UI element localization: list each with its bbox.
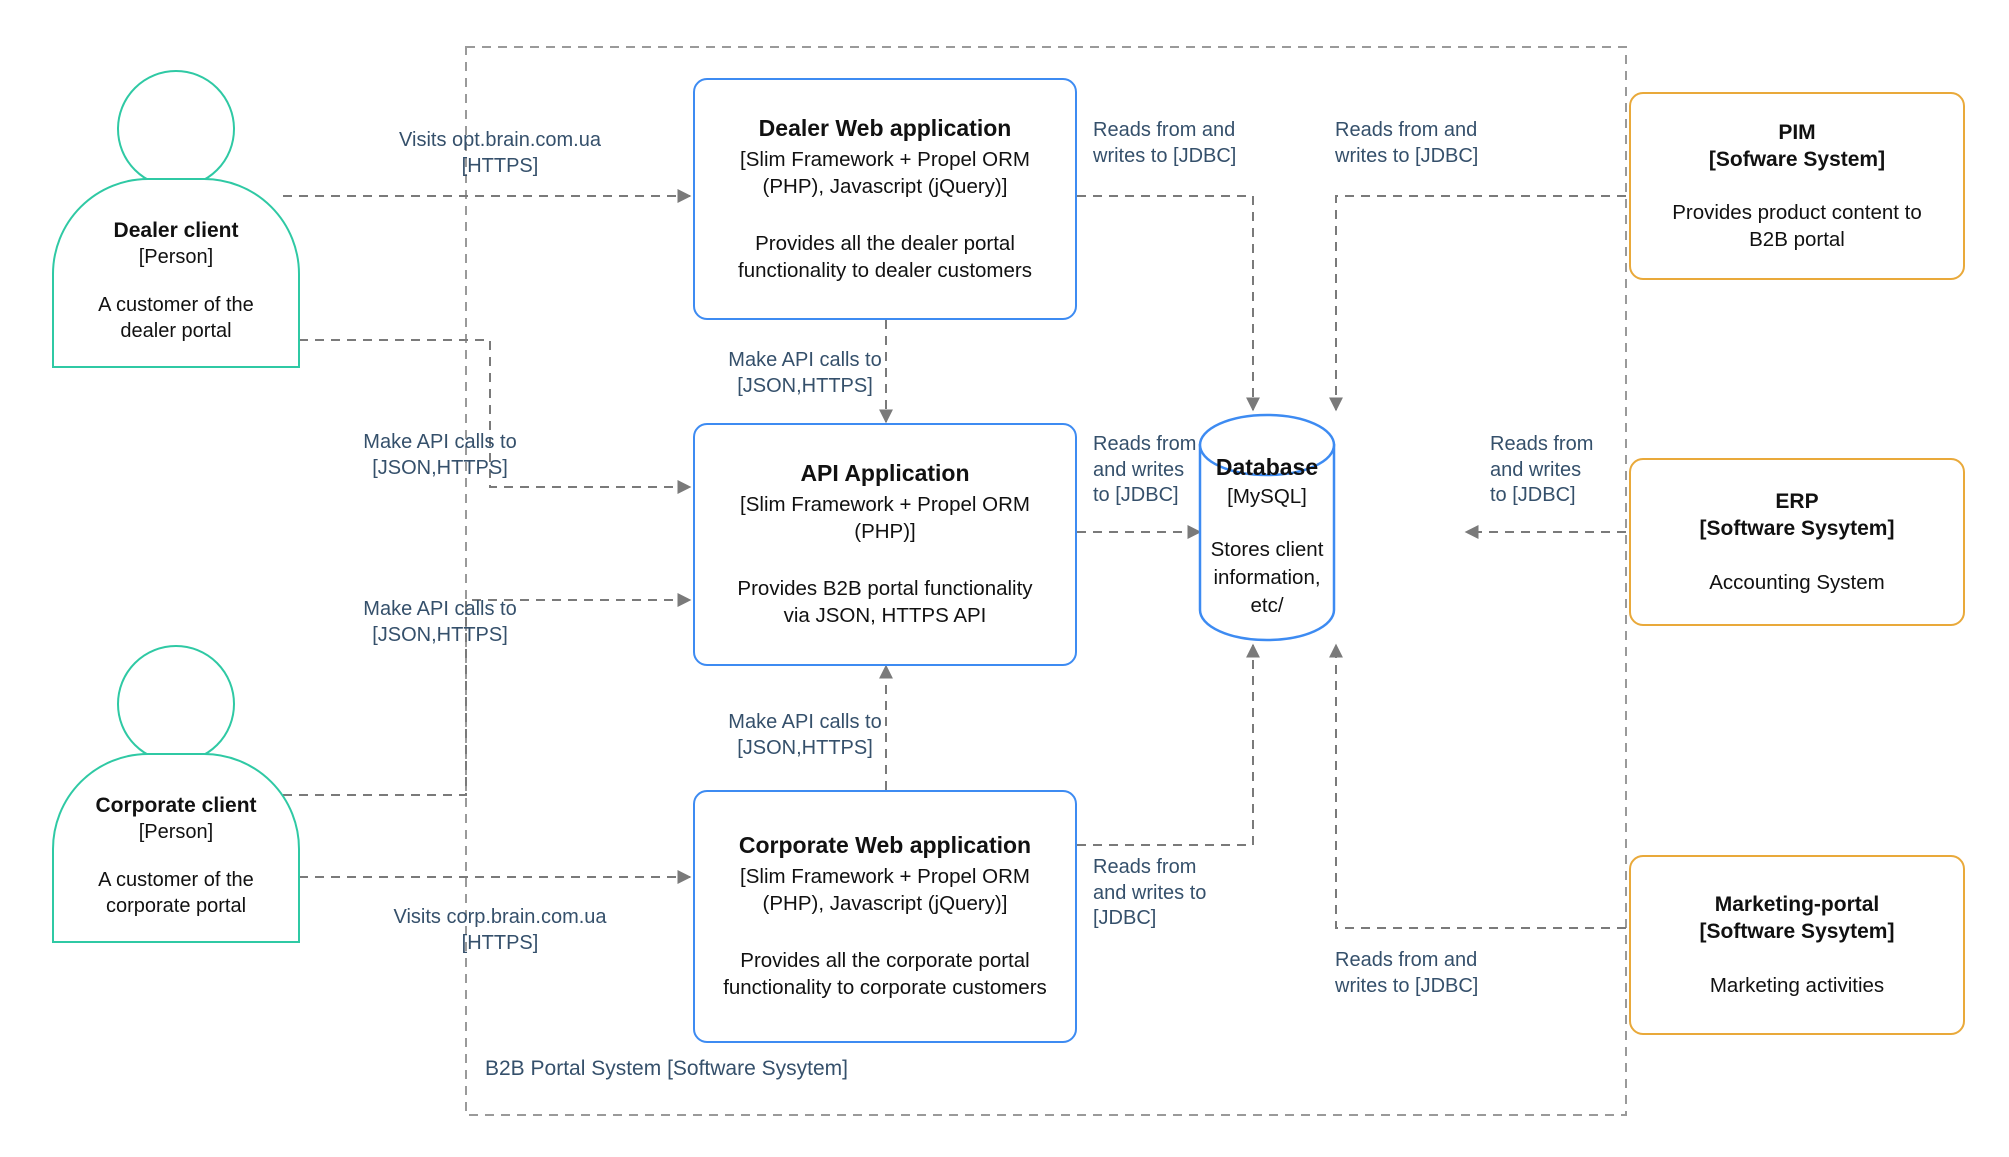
container-title: API Application	[800, 460, 970, 487]
edge-label-api-db: Reads from and writes to [JDBC]	[1093, 433, 1197, 507]
container-title: Dealer Web application	[758, 114, 1012, 141]
container-dealer-web-application[interactable]: Dealer Web application [Slim Framework +…	[693, 78, 1077, 320]
edge-label-corpweb-api-calls: Make API calls to [JSON,HTTPS]	[728, 711, 882, 759]
person-description: A customer of the dealer portal	[98, 294, 254, 343]
external-system-title: Marketing-portal [Software Sysytem]	[1699, 893, 1895, 944]
person-body: Corporate client [Person] A customer of …	[52, 753, 300, 943]
external-system-description: Marketing activities	[1709, 973, 1885, 997]
container-api-application[interactable]: API Application [Slim Framework + Propel…	[693, 423, 1077, 666]
person-tech: [Person]	[138, 821, 214, 844]
database-text: Database [MySQL] Stores client informati…	[1200, 415, 1334, 640]
edge-marketing-to-db	[1329, 643, 1626, 929]
person-head-icon	[117, 70, 235, 188]
external-system-title: ERP [Software Sysytem]	[1699, 490, 1895, 541]
edge-label-dealerweb-api-calls: Make API calls to [JSON,HTTPS]	[728, 349, 882, 397]
person-tech: [Person]	[138, 246, 214, 269]
database-tech: [MySQL]	[1227, 485, 1307, 509]
edge-label-corporate-api-calls: Make API calls to [JSON,HTTPS]	[363, 598, 517, 646]
database-description: Stores client information, etc/	[1210, 538, 1324, 617]
person-title: Dealer client	[113, 219, 239, 242]
system-boundary-label: B2B Portal System [Software Sysytem]	[485, 1057, 848, 1080]
person-corporate-client[interactable]: Corporate client [Person] A customer of …	[52, 645, 300, 945]
person-body: Dealer client [Person] A customer of the…	[52, 178, 300, 368]
external-system-title: PIM [Sofware System]	[1708, 120, 1886, 171]
person-title: Corporate client	[95, 794, 257, 817]
person-dealer-client[interactable]: Dealer client [Person] A customer of the…	[52, 70, 300, 370]
container-corporate-web-application[interactable]: Corporate Web application [Slim Framewor…	[693, 790, 1077, 1043]
edge-label-dealer-api-calls: Make API calls to [JSON,HTTPS]	[363, 431, 517, 479]
external-system-marketing-portal[interactable]: Marketing-portal [Software Sysytem] Mark…	[1629, 855, 1965, 1035]
person-head-icon	[117, 645, 235, 763]
external-system-pim[interactable]: PIM [Sofware System] Provides product co…	[1629, 92, 1965, 280]
external-system-description: Accounting System	[1709, 570, 1885, 594]
container-description: Provides all the corporate portal functi…	[723, 949, 1047, 1000]
container-description: Provides all the dealer portal functiona…	[738, 231, 1032, 282]
external-system-description: Provides product content to B2B portal	[1672, 201, 1922, 252]
container-tech: [Slim Framework + Propel ORM (PHP), Java…	[740, 865, 1030, 916]
database-title: Database	[1215, 454, 1319, 481]
container-tech: [Slim Framework + Propel ORM (PHP), Java…	[740, 147, 1030, 198]
container-title: Corporate Web application	[738, 832, 1032, 859]
edge-label-dealerweb-db: Reads from and writes to [JDBC]	[1093, 119, 1237, 167]
database-container[interactable]: Database [MySQL] Stores client informati…	[1200, 415, 1334, 640]
edge-label-corporate-visits: Visits corp.brain.com.ua [HTTPS]	[393, 906, 607, 954]
edge-corpweb-to-db	[1077, 643, 1260, 846]
edge-pim-to-db	[1329, 195, 1626, 412]
container-tech: [Slim Framework + Propel ORM (PHP)]	[740, 493, 1030, 544]
edge-dealerweb-to-db	[1077, 195, 1260, 412]
edge-label-corpweb-db: Reads from and writes to [JDBC]	[1093, 856, 1207, 930]
edge-label-marketing-db: Reads from and writes to [JDBC]	[1335, 949, 1479, 997]
container-description: Provides B2B portal functionality via JS…	[737, 577, 1033, 628]
edge-label-pim-db: Reads from and writes to [JDBC]	[1335, 119, 1479, 167]
edge-label-erp-db: Reads from and writes to [JDBC]	[1490, 433, 1594, 507]
external-system-erp[interactable]: ERP [Software Sysytem] Accounting System	[1629, 458, 1965, 626]
person-description: A customer of the corporate portal	[98, 869, 254, 918]
edge-label-dealer-visits: Visits opt.brain.com.ua [HTTPS]	[399, 129, 601, 177]
